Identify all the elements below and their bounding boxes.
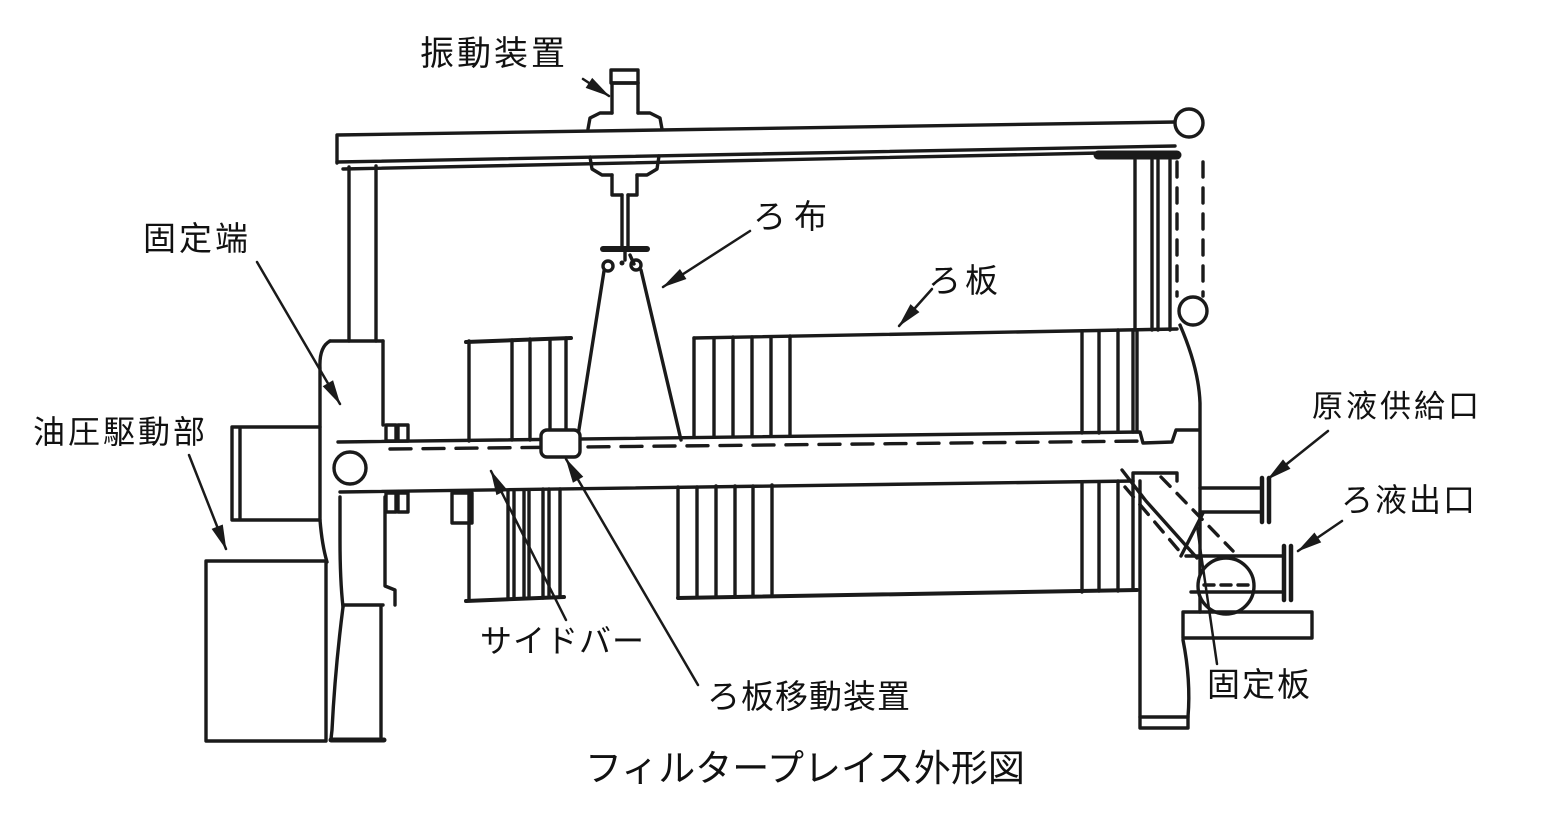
left-plate-group	[464, 336, 573, 603]
filter-cloth-part	[575, 253, 683, 444]
label-fixed-plate: 固定板	[1207, 666, 1312, 703]
label-plate-moving-device: ろ板移動装置	[707, 678, 911, 715]
head-beam	[335, 120, 1182, 171]
diagram-caption: フィルタープレイス外形図	[585, 748, 1025, 789]
fixed-end-part	[230, 339, 397, 743]
label-fixed-end: 固定端	[143, 220, 251, 257]
hydraulic-drive-part	[204, 559, 328, 743]
label-filtrate-outlet: ろ液出口	[1341, 482, 1478, 518]
side-bar-part	[336, 423, 1201, 525]
label-hydraulic-drive-unit: 油圧駆動部	[33, 414, 209, 450]
fixed-plate-part	[1120, 107, 1235, 730]
leader-filter-plate	[897, 287, 934, 328]
leader-hydraulic-drive	[187, 453, 228, 551]
leader-filtrate-outlet	[1296, 519, 1344, 553]
label-side-bar: サイドバー	[480, 623, 646, 659]
leader-vibration-device	[581, 77, 611, 98]
filter-plate-pack	[676, 327, 1179, 600]
leader-fixed-end	[255, 260, 342, 406]
leader-filter-cloth	[661, 229, 752, 289]
piping	[1181, 475, 1314, 640]
leader-lines	[187, 77, 1344, 687]
label-filter-plate: ろ板	[928, 262, 1002, 299]
leader-fixed-plate	[1195, 524, 1219, 666]
left-column	[347, 164, 378, 343]
leader-side-bar	[489, 469, 568, 622]
leader-feed-supply	[1266, 429, 1330, 481]
vibration-device-part	[586, 68, 664, 131]
label-vibration-device: 振動装置	[420, 35, 568, 73]
label-filter-cloth: ろ布	[753, 198, 835, 235]
cloth-hanger	[588, 154, 661, 262]
leader-plate-moving-device	[564, 457, 700, 687]
plate-moving-device-part	[539, 428, 582, 459]
label-feed-supply-port: 原液供給口	[1312, 389, 1482, 424]
feed-pipe	[1198, 486, 1263, 514]
base-bracket	[1181, 610, 1314, 640]
